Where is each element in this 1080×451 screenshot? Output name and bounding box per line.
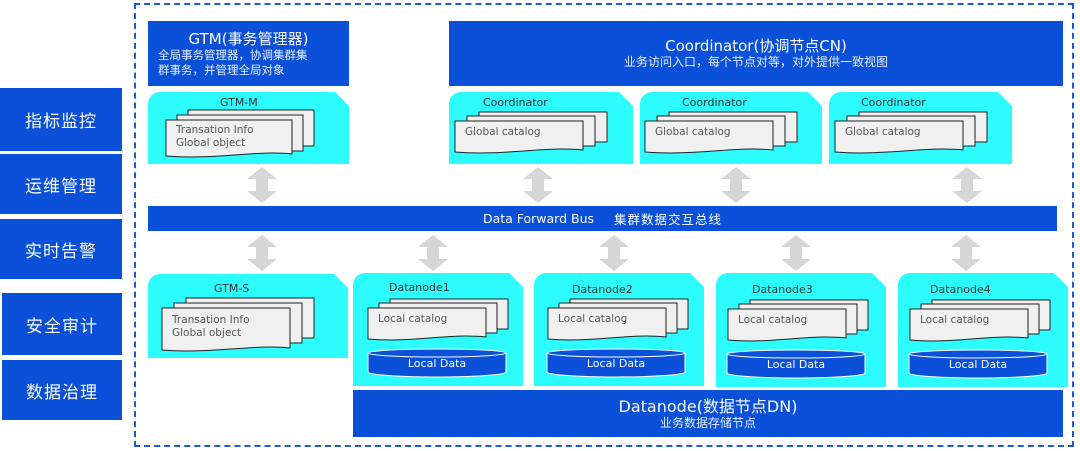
bidirectional-arrow-icon [951,235,981,271]
cluster-boundary [134,3,1074,447]
gtm-s-line2: Global object [172,327,242,340]
document-stack-icon [162,298,332,352]
bidirectional-arrow-icon [952,167,982,203]
coordinator-doc-stack: Global catalog [645,112,815,156]
document-stack-icon [728,300,878,344]
coordinator-doc-label: Global catalog [845,126,921,138]
bidirectional-arrow-icon [247,167,277,203]
database-cylinder-icon [367,348,507,378]
datanode-title: Datanode1 [389,281,450,294]
gtm-s-node[interactable]: GTM-S Transation Info Global object [148,274,348,358]
coordinator-title: Coordinator(协调节点CN) [665,37,847,56]
document-stack-icon [548,299,698,343]
gtm-m-title: GTM-M [220,96,258,109]
datanode-doc-stack: Local catalog [548,299,698,343]
local-data-storage: Local Data [908,349,1048,379]
bidirectional-arrow-icon [599,235,629,271]
gtm-desc-line2: 群事务，并管理全局对象 [158,62,285,77]
coordinator-doc-stack: Global catalog [835,112,1005,156]
coordinator-header: Coordinator(协调节点CN) 业务访问入口，每个节点对等，对外提供一致… [449,21,1063,86]
sidebar-item-label: 安全审计 [26,316,98,337]
database-cylinder-icon [908,349,1048,379]
datanode-title: Datanode3 [752,283,813,296]
sidebar-item-data-governance[interactable]: 数据治理 [2,360,122,420]
datanode-node[interactable]: Datanode1 Local catalog Local Data [353,273,523,386]
database-cylinder-icon [546,348,686,378]
datanode-header: Datanode(数据节点DN) 业务数据存储节点 [353,390,1063,437]
data-forward-bus: Data Forward Bus 集群数据交互总线 [148,206,1057,231]
bus-label-zh: 集群数据交互总线 [614,212,723,227]
sidebar-item-label: 运维管理 [25,176,97,197]
gtm-s-title: GTM-S [214,282,250,295]
gtm-m-doc-stack: Transation Info Global object [166,110,336,158]
datanode-doc-stack: Local catalog [728,300,878,344]
coordinator-node[interactable]: Coordinator Global catalog [449,92,633,164]
coordinator-doc-label: Global catalog [655,126,731,138]
datanode-node[interactable]: Datanode2 Local catalog Local Data [534,273,704,386]
local-data-label: Local Data [586,357,646,370]
bus-label-en: Data Forward Bus [482,211,595,226]
document-stack-icon [368,299,518,343]
local-data-storage: Local Data [367,348,507,378]
datanode-node[interactable]: Datanode3 Local catalog Local Data [716,273,886,387]
local-data-label: Local Data [407,357,467,370]
datanode-node[interactable]: Datanode4 Local catalog Local Data [898,273,1068,387]
sidebar-item-ops-management[interactable]: 运维管理 [0,154,122,214]
datanode-title: Datanode4 [930,283,991,296]
coordinator-doc-label: Global catalog [465,126,541,138]
datanode-title: Datanode2 [572,283,633,296]
gtm-m-node[interactable]: GTM-M Transation Info Global object [148,92,349,164]
gtm-header: GTM(事务管理器) 全局事务管理器，协调集群集 群事务，并管理全局对象 [148,21,349,86]
local-data-label: Local Data [766,358,826,371]
datanode-doc-stack: Local catalog [368,299,518,343]
document-stack-icon [910,300,1060,344]
coordinator-node-title: Coordinator [483,96,548,109]
gtm-m-line1: Transation Info [176,124,254,136]
coordinator-node[interactable]: Coordinator Global catalog [640,92,822,164]
local-data-storage: Local Data [726,349,866,379]
gtm-s-line1: Transation Info [172,314,250,326]
document-stack-icon [835,112,1005,156]
datanode-doc-label: Local catalog [378,313,448,325]
bidirectional-arrow-icon [721,167,751,203]
bidirectional-arrow-icon [418,235,448,271]
database-cylinder-icon [726,349,866,379]
gtm-desc-line1: 全局事务管理器，协调集群集 [158,48,308,63]
local-data-storage: Local Data [546,348,686,378]
coordinator-node[interactable]: Coordinator Global catalog [829,92,1012,164]
sidebar-item-realtime-alerts[interactable]: 实时告警 [0,219,122,279]
gtm-title: GTM(事务管理器) [188,30,309,49]
document-stack-icon [166,110,336,158]
document-stack-icon [455,112,625,156]
sidebar-item-security-audit[interactable]: 安全审计 [2,293,122,355]
datanode-doc-label: Local catalog [920,314,990,326]
sidebar-item-label: 实时告警 [25,241,97,262]
sidebar-item-label: 指标监控 [25,112,97,132]
sidebar-item-label: 数据治理 [26,382,98,403]
datanode-doc-label: Local catalog [738,314,808,326]
gtm-m-line2: Global object [176,137,246,150]
bidirectional-arrow-icon [247,235,277,271]
datanode-header-desc: 业务数据存储节点 [659,415,756,430]
local-data-label: Local Data [948,358,1008,371]
coordinator-node-title: Coordinator [861,96,926,109]
datanode-doc-stack: Local catalog [910,300,1060,344]
coordinator-desc: 业务访问入口，每个节点对等，对外提供一致视图 [623,55,888,70]
bidirectional-arrow-icon [781,235,811,271]
coordinator-node-title: Coordinator [682,96,747,109]
gtm-s-doc-stack: Transation Info Global object [162,298,332,352]
bidirectional-arrow-icon [523,167,553,203]
datanode-header-title: Datanode(数据节点DN) [618,396,798,416]
document-stack-icon [645,112,815,156]
coordinator-doc-stack: Global catalog [455,112,625,156]
datanode-doc-label: Local catalog [558,313,628,325]
sidebar-item-metrics-monitoring[interactable]: 指标监控 [0,88,122,151]
